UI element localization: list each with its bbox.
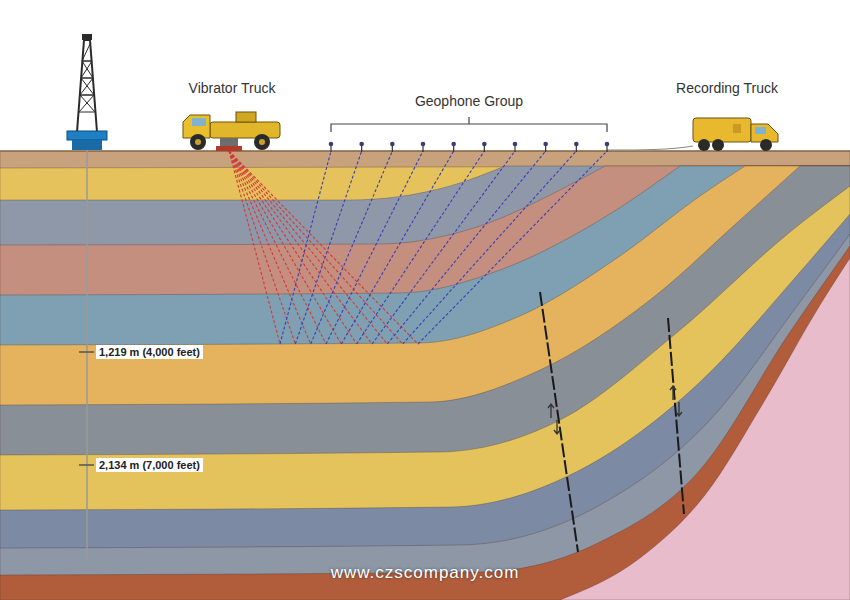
fault-line: [540, 292, 578, 552]
truck-window: [192, 118, 206, 126]
incident-ray: [229, 151, 311, 344]
fault-line: [668, 318, 684, 514]
strata: [0, 151, 850, 600]
geophone-head: [543, 142, 548, 147]
fault-arrow: [548, 404, 560, 434]
rock-layer: [0, 234, 850, 600]
depth-label: 1,219 m (4,000 feet): [96, 345, 203, 359]
geophone: [329, 142, 334, 152]
faults: [540, 292, 684, 552]
geophone: [574, 142, 579, 152]
truck-label: Vibrator Truck: [189, 80, 276, 96]
truck-window: [755, 127, 766, 134]
geophone: [421, 142, 426, 152]
rock-layer: [560, 258, 850, 600]
reflected-ray: [326, 151, 423, 344]
incident-ray: [229, 151, 280, 344]
derrick-crown: [82, 34, 92, 40]
recording-truck: [607, 118, 778, 151]
geophone-head: [421, 142, 426, 147]
incident-ray: [229, 151, 326, 344]
truck-wheel: [190, 134, 206, 150]
geophone-head: [513, 142, 518, 147]
geophone-head: [605, 142, 610, 147]
geophone: [390, 142, 395, 152]
vibrator-jack: [220, 138, 238, 146]
incident-ray: [229, 151, 341, 344]
derrick-frame: [77, 40, 97, 132]
geophone: [359, 142, 364, 152]
depth-tick: [79, 464, 94, 466]
truck-body: [210, 122, 280, 138]
geophone-head: [451, 142, 456, 147]
incident-ray: [229, 151, 387, 344]
depth-tick: [79, 351, 94, 353]
reflected-ray: [372, 151, 515, 344]
group-label: Geophone Group: [415, 93, 523, 109]
geophone: [482, 142, 487, 152]
rock-layer: [0, 214, 850, 600]
reflected-ray: [387, 151, 545, 344]
vibrator-truck: [183, 112, 280, 151]
geophone: [513, 142, 518, 152]
rock-layer: [0, 166, 850, 600]
recording-cable: [607, 146, 693, 150]
rock-layer: [0, 166, 850, 600]
wheel-hub: [195, 139, 201, 145]
geophones: [329, 142, 610, 152]
incident-ray: [229, 151, 357, 344]
reflected-ray: [341, 151, 453, 344]
reflected-ray: [311, 151, 393, 344]
truck-box: [693, 118, 751, 142]
truck-wheel: [254, 134, 270, 150]
incident-ray: [229, 151, 403, 344]
well-bore: [86, 150, 88, 560]
incident-ray: [229, 151, 372, 344]
seismic-rays: [229, 151, 607, 344]
bracket: [331, 117, 607, 132]
geophone-head: [329, 142, 334, 147]
rock-layer: [0, 151, 850, 600]
truck-label: Recording Truck: [676, 80, 778, 96]
geophone: [543, 142, 548, 152]
geophone: [605, 142, 610, 152]
vibrator-pad: [216, 146, 242, 151]
truck-door: [733, 124, 741, 133]
fault-arrow: [670, 386, 682, 416]
rock-layer: [0, 166, 850, 600]
rock-layer: [0, 166, 850, 600]
well: [79, 150, 94, 560]
truck-wheel: [712, 139, 724, 151]
reflected-ray: [295, 151, 361, 344]
geophone-head: [482, 142, 487, 147]
derrick-floor: [72, 140, 102, 150]
rock-layer: [0, 166, 850, 600]
ground-surface: [0, 150, 850, 152]
reflected-ray: [403, 151, 577, 344]
rock-layer: [0, 166, 850, 600]
reflected-ray: [357, 151, 485, 344]
derrick-lattice: [79, 44, 95, 112]
truck-engine: [236, 112, 256, 122]
watermark: www.czscompany.com: [331, 563, 520, 583]
depth-label: 2,134 m (7,000 feet): [96, 458, 203, 472]
geophone-bracket: [331, 117, 607, 132]
truck-wheel: [760, 139, 772, 151]
reflected-ray: [418, 151, 607, 344]
truck-wheel: [698, 139, 710, 151]
wheel-hub: [259, 139, 265, 145]
derrick-base: [67, 131, 107, 140]
geophone-head: [574, 142, 579, 147]
rock-layer: [0, 186, 850, 600]
incident-ray: [229, 151, 418, 344]
rock-layer: [0, 246, 850, 600]
geophone-head: [359, 142, 364, 147]
geophone-head: [390, 142, 395, 147]
geophone: [451, 142, 456, 152]
derrick: [67, 34, 107, 150]
